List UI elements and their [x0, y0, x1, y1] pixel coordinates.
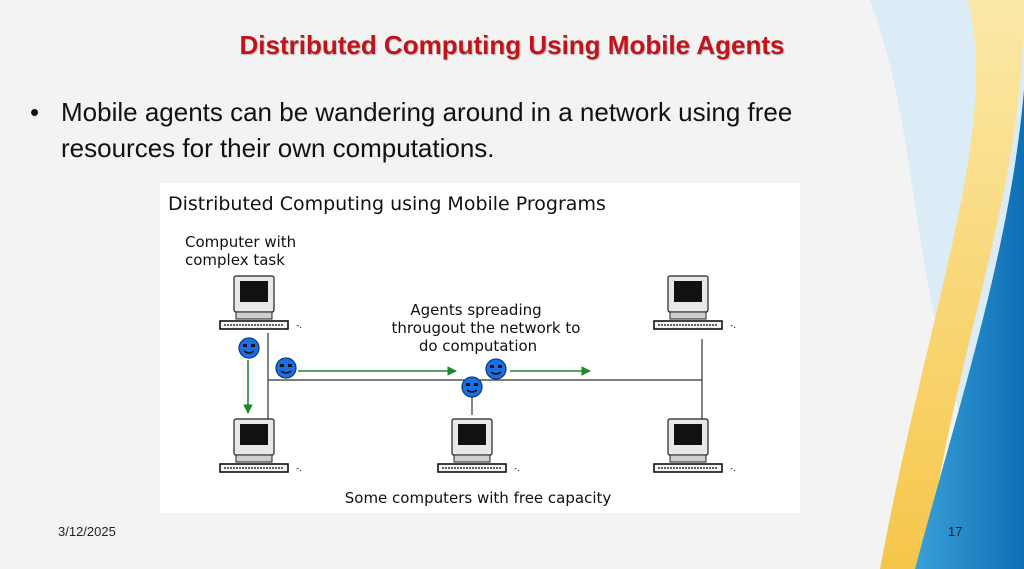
agent-icon-1: [238, 337, 260, 359]
agent-icon-2: [275, 357, 297, 379]
bullet-text: Mobile agents can be wandering around in…: [61, 97, 793, 163]
network-diagram: -. Distributed Computing using Mobile Pr…: [168, 193, 737, 507]
computer-icon-bottom-left: [219, 418, 303, 475]
figure-title: Distributed Computing using Mobile Progr…: [168, 193, 606, 215]
agent-icon-3: [485, 358, 507, 380]
label-free-capacity: Some computers with free capacity: [345, 489, 612, 507]
slide-title: Distributed Computing Using Mobile Agent…: [239, 30, 785, 60]
footer-page-number: 17: [948, 524, 963, 539]
computer-icon-source: [219, 275, 303, 332]
label-agents-line3: do computation: [419, 337, 537, 355]
label-agents-line2: througout the network to: [392, 319, 581, 337]
wave-yellow: [880, 0, 1024, 569]
bullet-item: • Mobile agents can be wandering around …: [30, 94, 910, 166]
computer-icon-top-right: [653, 275, 737, 332]
computer-icon-bottom-middle: [437, 418, 521, 475]
bullet-list: • Mobile agents can be wandering around …: [30, 94, 910, 166]
wave-blue: [915, 90, 1024, 569]
bullet-dot-icon: •: [30, 97, 40, 127]
label-source-line1: Computer with: [185, 233, 296, 251]
label-agents-line1: Agents spreading: [410, 301, 541, 319]
agent-icon-4: [461, 376, 483, 398]
computer-icon-bottom-right: [653, 418, 737, 475]
footer-date: 3/12/2025: [58, 524, 116, 539]
label-source-line2: complex task: [185, 251, 285, 269]
network-diagram-figure: -. Distributed Computing using Mobile Pr…: [160, 183, 800, 513]
